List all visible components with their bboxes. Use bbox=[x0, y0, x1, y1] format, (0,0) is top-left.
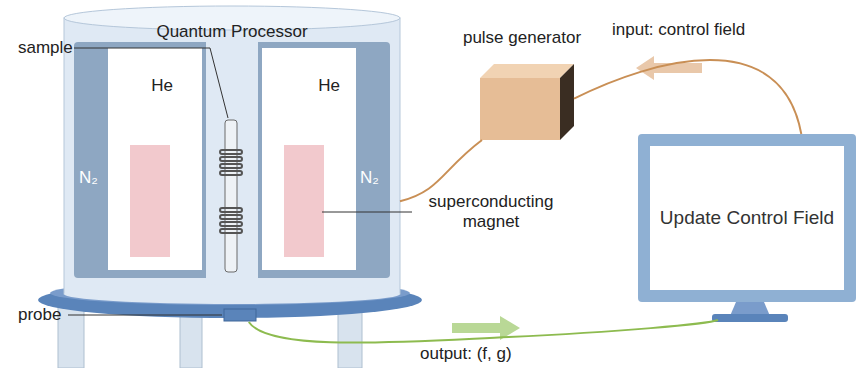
coil-windings bbox=[220, 150, 242, 233]
pulse-generator: pulse generator bbox=[452, 28, 592, 142]
probe-block bbox=[224, 309, 256, 321]
helium-region: He bbox=[108, 48, 202, 270]
leader-line bbox=[68, 315, 222, 316]
cube-top bbox=[480, 64, 574, 78]
cube-side bbox=[560, 64, 574, 140]
leader-line bbox=[322, 212, 412, 213]
cryostat-bottom bbox=[64, 284, 400, 304]
bore bbox=[206, 42, 258, 278]
superconducting-magnet bbox=[130, 145, 170, 257]
node-text: He bbox=[302, 76, 356, 96]
superconducting-magnet bbox=[284, 145, 324, 257]
helium-region: He bbox=[262, 48, 356, 270]
cryostat: Quantum ProcessorHe He bbox=[64, 18, 400, 300]
part-label: probe bbox=[18, 305, 61, 325]
leader-line bbox=[74, 48, 228, 118]
signal-label: output: (f, g) bbox=[420, 344, 512, 364]
region-label: N₂ bbox=[360, 168, 379, 188]
leg bbox=[58, 305, 84, 368]
monitor-frame bbox=[638, 134, 856, 302]
monitor-screen bbox=[650, 146, 844, 290]
monitor-screen: Update Control Field bbox=[650, 146, 844, 290]
part-label: sample bbox=[18, 38, 73, 58]
node-text: Quantum Processor bbox=[64, 22, 400, 42]
node-text: pulse generator bbox=[452, 28, 592, 48]
sample-rod bbox=[225, 120, 237, 272]
leg bbox=[180, 312, 202, 368]
cable bbox=[574, 60, 801, 134]
node-text: He bbox=[122, 76, 202, 96]
signal-label: input: control field bbox=[612, 20, 745, 40]
helium-region bbox=[262, 48, 356, 270]
node-text: Update Control Field bbox=[660, 207, 834, 229]
part-label: superconducting magnet bbox=[416, 192, 566, 232]
helium-region bbox=[108, 48, 202, 270]
region-label: N₂ bbox=[79, 168, 98, 188]
cryostat-body bbox=[64, 18, 400, 294]
monitor-base bbox=[712, 314, 788, 322]
monitor-stand bbox=[730, 302, 770, 316]
cable bbox=[249, 320, 718, 343]
cube-front bbox=[480, 78, 560, 140]
nitrogen-band bbox=[74, 42, 390, 278]
input-arrow bbox=[636, 56, 702, 80]
